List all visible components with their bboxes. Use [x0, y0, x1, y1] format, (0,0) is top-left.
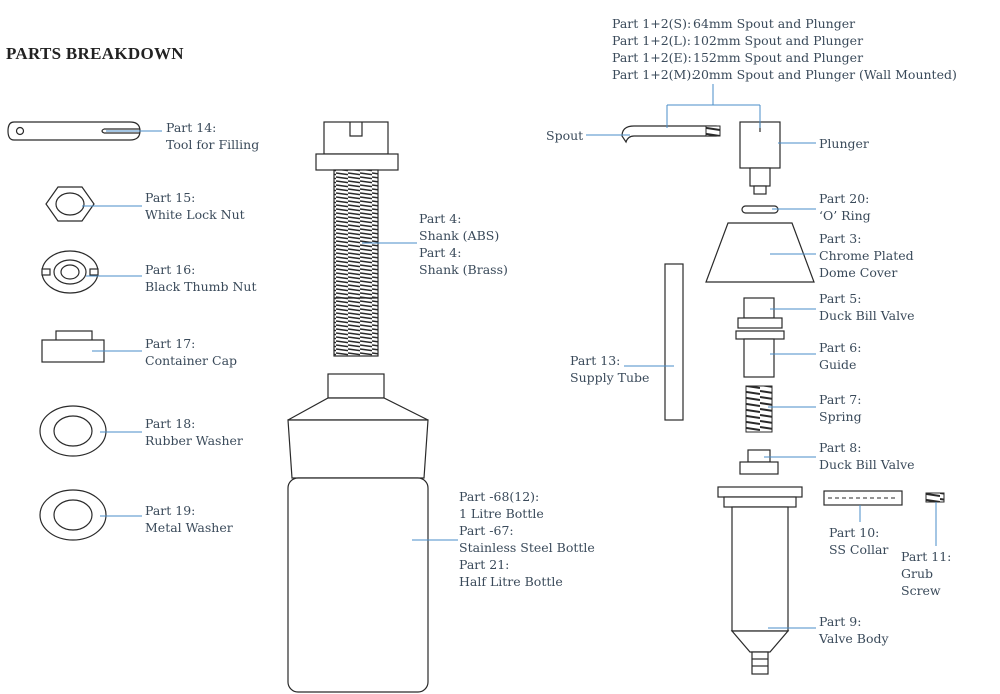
part-19-code: Part 19:	[145, 503, 195, 518]
part-4-desc-abs: Shank (ABS)	[419, 228, 499, 243]
dome-cover-part	[705, 222, 815, 283]
part-6-code: Part 6:	[819, 340, 861, 355]
bottle-code-2: Part -67:	[459, 523, 514, 538]
bottle-code-1: Part -68(12):	[459, 489, 539, 504]
spout-desc-l: 102mm Spout and Plunger	[693, 33, 863, 48]
valve-body-part	[717, 486, 803, 675]
container-cap-part	[41, 330, 105, 363]
spout-code-e: Part 1+2(E):	[612, 50, 692, 65]
part-15-desc: White Lock Nut	[145, 207, 245, 222]
part-7-desc: Spring	[819, 409, 862, 424]
part-11-code: Part 11:	[901, 549, 951, 564]
spout-code-l: Part 1+2(L):	[612, 33, 691, 48]
part-3-desc-1: Chrome Plated	[819, 248, 914, 263]
spout-desc-e: 152mm Spout and Plunger	[693, 50, 863, 65]
tool-for-filling-part	[7, 121, 141, 141]
part-14-code: Part 14:	[166, 120, 216, 135]
metal-washer-part	[39, 489, 107, 541]
part-14-desc: Tool for Filling	[166, 137, 259, 152]
part-19-desc: Metal Washer	[145, 520, 233, 535]
part-20-code: Part 20:	[819, 191, 869, 206]
shank-part	[315, 121, 399, 357]
part-17-code: Part 17:	[145, 336, 195, 351]
part-17-desc: Container Cap	[145, 353, 237, 368]
supply-tube-part	[664, 263, 684, 421]
white-lock-nut-part	[45, 186, 95, 222]
part-10-code: Part 10:	[829, 525, 879, 540]
part-8-code: Part 8:	[819, 440, 861, 455]
part-11-desc-2: Screw	[901, 583, 941, 598]
part-11-desc-1: Grub	[901, 566, 933, 581]
spout-code-m: Part 1+2(M):	[612, 67, 695, 82]
part-18-desc: Rubber Washer	[145, 433, 243, 448]
bottle-desc-2: Stainless Steel Bottle	[459, 540, 595, 555]
part-3-code: Part 3:	[819, 231, 861, 246]
rubber-washer-part	[39, 405, 107, 457]
plunger-label: Plunger	[819, 136, 869, 151]
plunger-part	[739, 121, 781, 195]
bottle-part	[287, 373, 429, 693]
guide-part	[735, 330, 785, 378]
bottle-desc-3: Half Litre Bottle	[459, 574, 563, 589]
part-6-desc: Guide	[819, 357, 856, 372]
ss-collar-part	[823, 490, 903, 506]
bottle-desc-1: 1 Litre Bottle	[459, 506, 544, 521]
part-16-code: Part 16:	[145, 262, 195, 277]
part-15-code: Part 15:	[145, 190, 195, 205]
page-title: PARTS BREAKDOWN	[6, 44, 184, 63]
part-5-code: Part 5:	[819, 291, 861, 306]
part-13-desc: Supply Tube	[570, 370, 649, 385]
spout-label: Spout	[546, 128, 583, 143]
part-10-desc: SS Collar	[829, 542, 888, 557]
spout-desc-s: 64mm Spout and Plunger	[693, 16, 855, 31]
part-13-code: Part 13:	[570, 353, 620, 368]
spring-part	[745, 385, 773, 433]
part-7-code: Part 7:	[819, 392, 861, 407]
duck-bill-valve-bottom-part	[739, 449, 779, 475]
part-9-code: Part 9:	[819, 614, 861, 629]
spout-desc-m: 20mm Spout and Plunger (Wall Mounted)	[693, 67, 957, 82]
black-thumb-nut-part	[41, 250, 99, 294]
part-18-code: Part 18:	[145, 416, 195, 431]
leader-spout-bracket	[666, 84, 761, 128]
part-4-code-brass: Part 4:	[419, 245, 461, 260]
part-3-desc-2: Dome Cover	[819, 265, 897, 280]
part-4-desc-brass: Shank (Brass)	[419, 262, 508, 277]
part-20-desc: ‘O’ Ring	[819, 208, 871, 223]
part-8-desc: Duck Bill Valve	[819, 457, 915, 472]
part-9-desc: Valve Body	[818, 631, 889, 646]
part-16-desc: Black Thumb Nut	[145, 279, 256, 294]
duck-bill-valve-top-part	[737, 297, 783, 329]
spout-code-s: Part 1+2(S):	[612, 16, 691, 31]
part-4-code-abs: Part 4:	[419, 211, 461, 226]
part-5-desc: Duck Bill Valve	[819, 308, 915, 323]
labels: Part 14: Tool for Filling Part 15: White…	[145, 16, 957, 646]
bottle-code-3: Part 21:	[459, 557, 509, 572]
spout-part	[621, 125, 721, 144]
grub-screw-part	[925, 492, 945, 503]
